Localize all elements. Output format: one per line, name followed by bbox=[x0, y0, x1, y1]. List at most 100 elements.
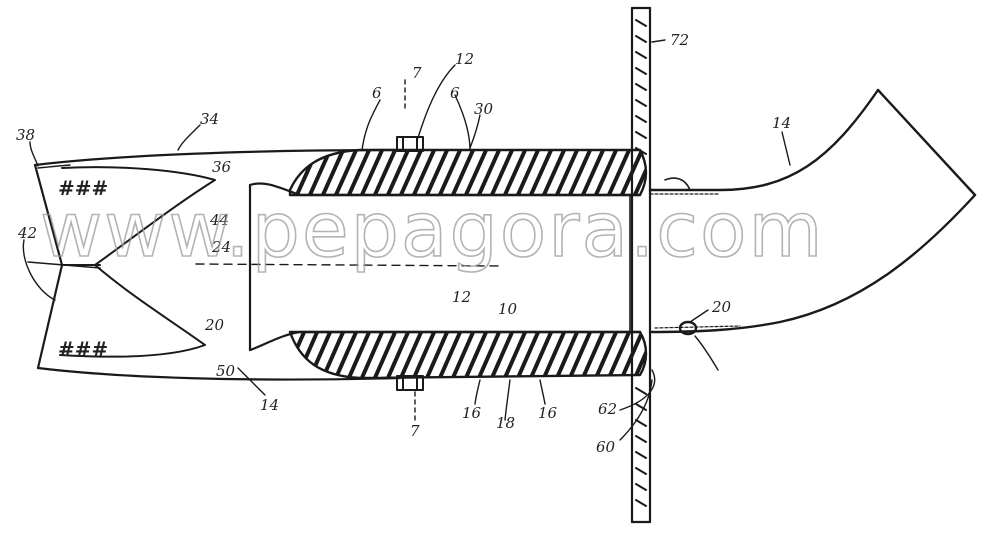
flange-tick bbox=[635, 499, 647, 507]
flange-tick bbox=[635, 131, 647, 139]
hatch-line bbox=[398, 332, 424, 378]
label-50: 50 bbox=[216, 362, 236, 380]
top-clip bbox=[396, 136, 424, 152]
flange-tick bbox=[635, 483, 647, 491]
leader-lines bbox=[22, 39, 791, 441]
hatch-line bbox=[632, 332, 646, 378]
flange-tick bbox=[635, 35, 647, 43]
hatch-line bbox=[450, 332, 476, 378]
hatch-line bbox=[660, 330, 682, 380]
hatch-line bbox=[424, 150, 450, 195]
hatch-line bbox=[333, 150, 359, 195]
flange-tick bbox=[635, 67, 647, 75]
flange-tick bbox=[635, 115, 647, 123]
hatch-line bbox=[476, 150, 502, 195]
label-36: 36 bbox=[212, 158, 232, 176]
hatch-line bbox=[333, 332, 359, 378]
hatch-line bbox=[606, 150, 632, 195]
hatch-line bbox=[554, 150, 580, 195]
hatch-line bbox=[463, 332, 489, 378]
hatch-line bbox=[554, 332, 580, 378]
hatch-line bbox=[541, 332, 567, 378]
label-16a: 16 bbox=[462, 404, 482, 422]
fin-diamond bbox=[27, 166, 216, 358]
label-6a: 6 bbox=[372, 84, 382, 102]
elbow-pipe bbox=[629, 88, 977, 336]
hatch-line bbox=[294, 332, 320, 378]
hatch-line bbox=[528, 150, 554, 195]
label-12-bot: 12 bbox=[452, 288, 471, 306]
flange-tick bbox=[635, 403, 647, 411]
hatch-line bbox=[673, 330, 695, 380]
label-12-top: 12 bbox=[455, 50, 474, 68]
flange-tick bbox=[635, 147, 647, 155]
label-34: 34 bbox=[200, 110, 219, 128]
hatch-line bbox=[515, 150, 541, 195]
hatch-line bbox=[502, 332, 528, 378]
hatch-line bbox=[437, 150, 463, 195]
hatch-line bbox=[359, 332, 385, 378]
flange-tick bbox=[635, 99, 647, 107]
flange-tick bbox=[635, 467, 647, 475]
label-14-bot: 14 bbox=[260, 396, 279, 414]
label-44: 44 bbox=[209, 211, 229, 229]
hatch-line bbox=[528, 332, 554, 378]
hatch-line bbox=[502, 150, 528, 195]
hatch-line bbox=[372, 150, 398, 195]
label-24: 24 bbox=[211, 238, 231, 256]
label-18: 18 bbox=[496, 414, 515, 432]
label-30: 30 bbox=[474, 100, 494, 118]
hatch-line bbox=[385, 150, 411, 195]
hatch-line bbox=[593, 332, 619, 378]
hatch-line bbox=[359, 150, 385, 195]
hatch-line bbox=[567, 332, 593, 378]
hatch-line bbox=[580, 150, 606, 195]
flange-plate bbox=[630, 6, 652, 524]
hatch-line bbox=[489, 332, 515, 378]
hatch-line bbox=[346, 150, 372, 195]
hatch-line bbox=[411, 332, 437, 378]
hatch-line bbox=[307, 150, 333, 195]
hatch-line bbox=[567, 150, 593, 195]
label-6b: 6 bbox=[450, 84, 460, 102]
label-7b: 7 bbox=[410, 422, 420, 440]
flange-tick bbox=[635, 435, 647, 443]
label-38: 38 bbox=[16, 126, 35, 144]
bottom-clip bbox=[396, 375, 424, 391]
hatch-line bbox=[411, 150, 437, 195]
flange-tick bbox=[635, 83, 647, 91]
label-62: 62 bbox=[598, 400, 617, 418]
label-16b: 16 bbox=[538, 404, 558, 422]
fin-mark-lower: ### bbox=[58, 337, 108, 361]
hatch-line bbox=[489, 150, 515, 195]
label-42: 42 bbox=[17, 224, 37, 242]
flange-tick bbox=[635, 51, 647, 59]
hatch-line bbox=[346, 332, 372, 378]
hatch-line bbox=[320, 150, 346, 195]
hatch-line bbox=[437, 332, 463, 378]
hatch-line bbox=[515, 332, 541, 378]
hatch-line bbox=[606, 332, 632, 378]
hatch-line bbox=[541, 150, 567, 195]
label-20-right: 20 bbox=[711, 298, 732, 316]
hatch-line bbox=[632, 150, 646, 195]
label-20-inner: 20 bbox=[204, 316, 225, 334]
flange-tick bbox=[635, 451, 647, 459]
hatch-line bbox=[424, 332, 450, 378]
hatch-line bbox=[476, 332, 502, 378]
hatch-line bbox=[593, 150, 619, 195]
hatch-line bbox=[450, 150, 476, 195]
label-72: 72 bbox=[670, 31, 689, 49]
hatch-line bbox=[398, 150, 424, 195]
flange-tick bbox=[635, 387, 647, 395]
label-7a: 7 bbox=[412, 64, 422, 82]
hatch-line bbox=[372, 332, 398, 378]
hatch-line bbox=[385, 332, 411, 378]
label-14-elbow: 14 bbox=[772, 114, 791, 132]
flange-tick bbox=[635, 419, 647, 427]
fin-mark-upper: ### bbox=[58, 176, 108, 200]
watermark: www.pepagora.com bbox=[40, 185, 825, 274]
flange-tick bbox=[635, 19, 647, 27]
hatch-line bbox=[463, 150, 489, 195]
